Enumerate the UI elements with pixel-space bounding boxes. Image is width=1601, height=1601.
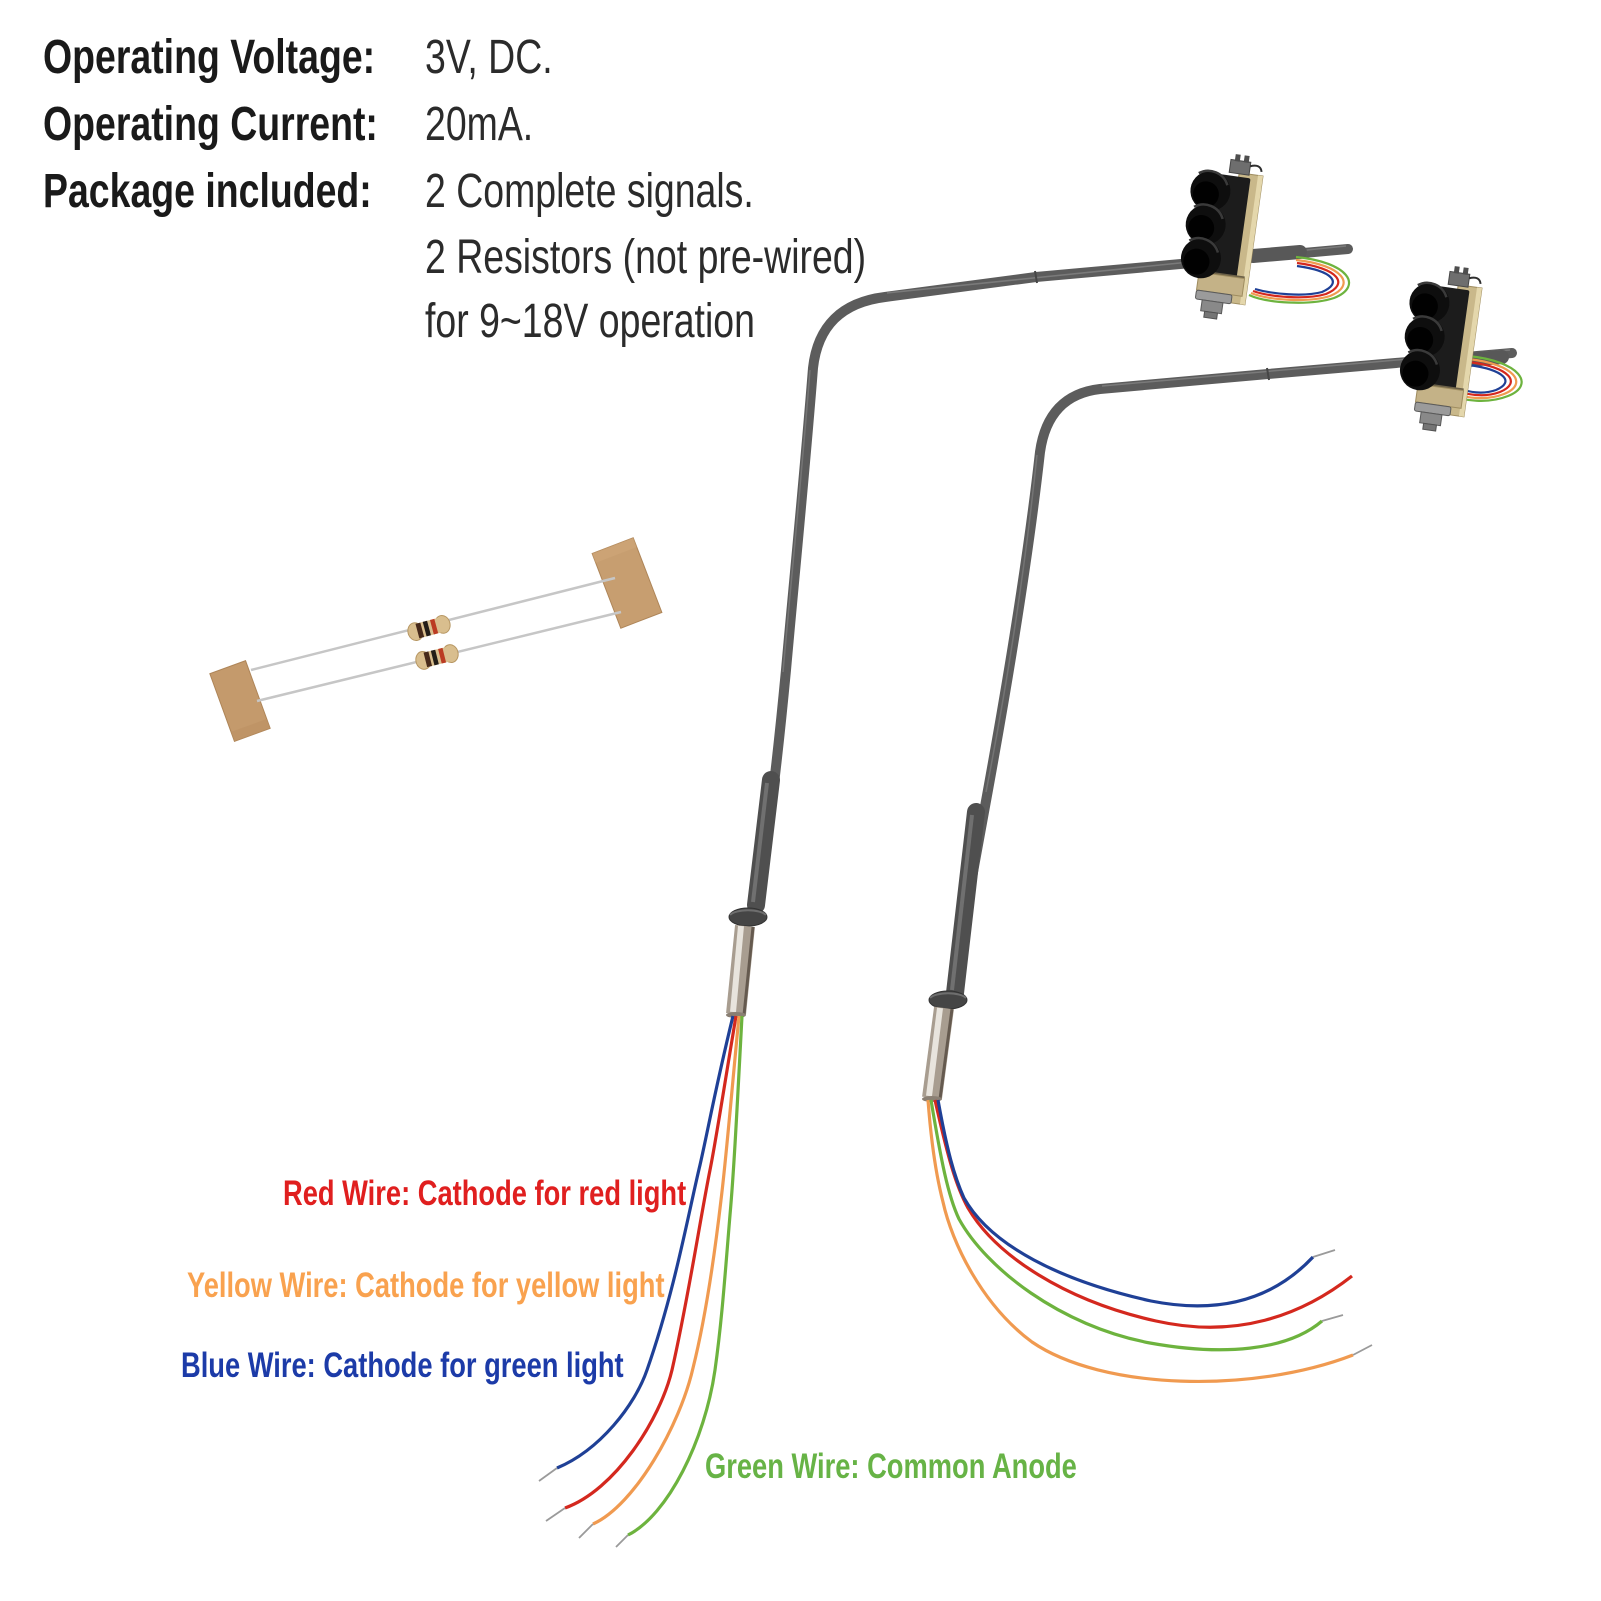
green-wire-2 [929, 1099, 1324, 1352]
blue-wire-2 [936, 1099, 1315, 1308]
red-wire-1 [564, 1015, 738, 1510]
spec-value-voltage: 3V, DC. [425, 31, 553, 84]
tape-piece-left [209, 660, 271, 742]
resistor-pack [209, 537, 663, 742]
yellow-wire-2 [926, 1099, 1354, 1383]
head-wire-loop-1 [1248, 255, 1351, 304]
spec-label-current: Operating Current: [43, 98, 378, 151]
spec-label-voltage: Operating Voltage: [43, 31, 376, 84]
bare-wire-tips-1 [538, 1467, 629, 1548]
yellow-wire-label: Yellow Wire: Cathode for yellow light [187, 1266, 665, 1305]
blue-wire-label: Blue Wire: Cathode for green light [181, 1346, 624, 1385]
spec-value-resistors: 2 Resistors (not pre-wired) [425, 231, 867, 284]
signal-1 [538, 147, 1353, 1548]
spec-label-package: Package included: [43, 165, 372, 218]
mast-base-collar-1 [728, 907, 768, 927]
bare-wire-tips-2 [1312, 1249, 1373, 1356]
red-wire-2 [933, 1099, 1353, 1329]
head-wire-loop-2 [1449, 354, 1523, 402]
mast-sleeve-1 [747, 771, 780, 914]
resistor-2 [413, 642, 461, 672]
resistor-1 [405, 613, 453, 643]
signal-mast-2 [947, 348, 1517, 1001]
red-wire-label: Red Wire: Cathode for red light [283, 1174, 687, 1213]
signal-head-2 [1390, 259, 1486, 436]
spec-value-current: 20mA. [425, 98, 534, 151]
signal-mast-1 [752, 244, 1353, 910]
spec-value-package: 2 Complete signals. [425, 165, 754, 218]
mast-sleeve-2 [946, 803, 985, 1002]
metal-tip-2 [922, 1006, 954, 1102]
metal-tip-1 [726, 924, 755, 1018]
signal-2 [922, 259, 1523, 1383]
spec-value-operation: for 9~18V operation [425, 295, 755, 348]
green-wire-label: Green Wire: Common Anode [705, 1447, 1077, 1486]
yellow-wire-1 [592, 1015, 741, 1526]
tape-piece-right [591, 537, 663, 629]
green-wire-1 [627, 1015, 744, 1537]
blue-wire-1 [556, 1015, 735, 1470]
